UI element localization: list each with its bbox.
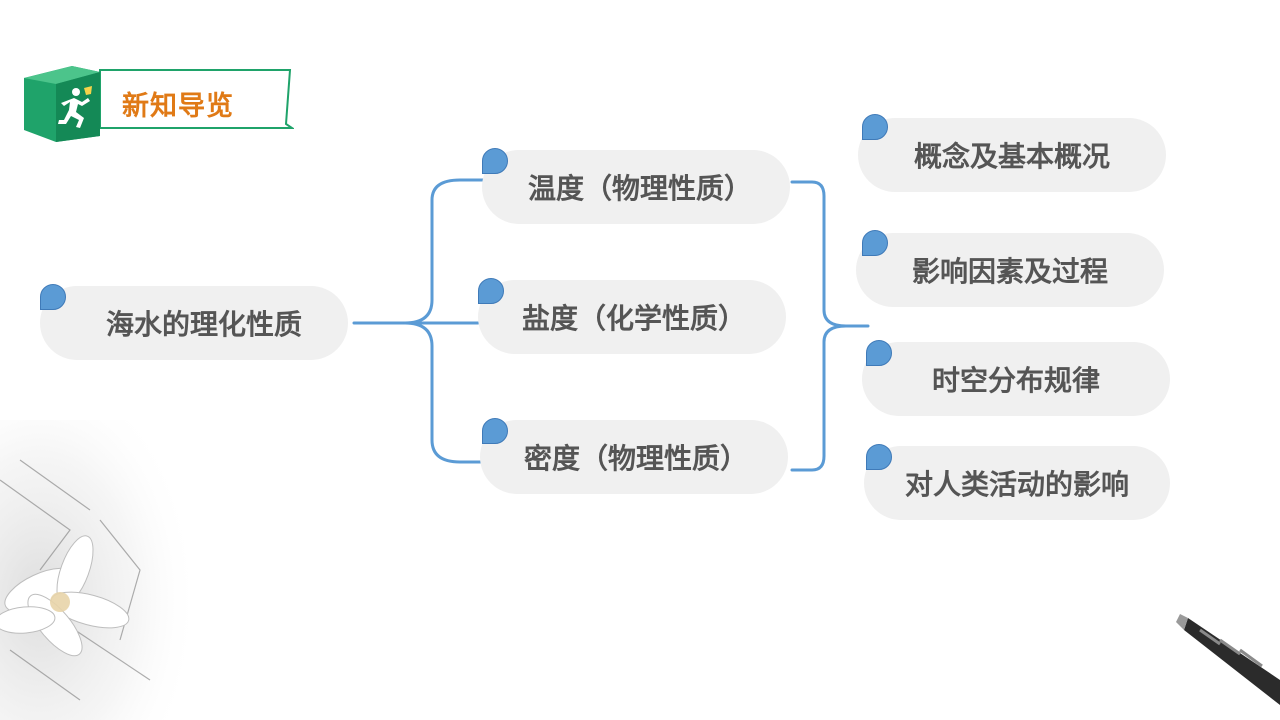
root-connector-lower bbox=[403, 321, 486, 464]
drop-marker-icon bbox=[866, 444, 892, 470]
aspect-node-label: 概念及基本概况 bbox=[913, 140, 1110, 173]
property-node-label: 密度（物理性质） bbox=[523, 442, 748, 475]
property-bracket bbox=[790, 180, 870, 472]
property-node-label: 盐度（化学性质） bbox=[521, 302, 746, 335]
drop-marker-icon bbox=[478, 278, 504, 304]
drop-marker-icon bbox=[482, 148, 508, 174]
root-node-label: 海水的理化性质 bbox=[105, 308, 302, 341]
header-title: 新知导览 bbox=[122, 91, 234, 122]
aspect-node-label: 影响因素及过程 bbox=[911, 255, 1108, 288]
aspect-node-label: 时空分布规律 bbox=[931, 364, 1100, 397]
drop-marker-icon bbox=[866, 340, 892, 366]
brush-decoration bbox=[1176, 614, 1280, 705]
aspect-node-factors: 影响因素及过程 bbox=[856, 233, 1164, 307]
drop-marker-icon bbox=[862, 230, 888, 256]
root-connector bbox=[352, 178, 486, 325]
aspect-node-label: 对人类活动的影响 bbox=[904, 468, 1129, 501]
running-figure-icon bbox=[58, 86, 92, 128]
drop-marker-icon bbox=[862, 114, 888, 140]
property-node-density: 密度（物理性质） bbox=[480, 420, 788, 494]
root-node: 海水的理化性质 bbox=[40, 286, 348, 360]
flower-decoration bbox=[0, 420, 200, 720]
drop-marker-icon bbox=[482, 418, 508, 444]
property-node-salinity: 盐度（化学性质） bbox=[478, 280, 786, 354]
property-node-temperature: 温度（物理性质） bbox=[482, 150, 790, 224]
drop-marker-icon bbox=[40, 284, 66, 310]
aspect-node-distribution: 时空分布规律 bbox=[862, 342, 1170, 416]
aspect-node-impact: 对人类活动的影响 bbox=[864, 446, 1170, 520]
aspect-node-concept: 概念及基本概况 bbox=[858, 118, 1166, 192]
property-node-label: 温度（物理性质） bbox=[527, 172, 752, 205]
